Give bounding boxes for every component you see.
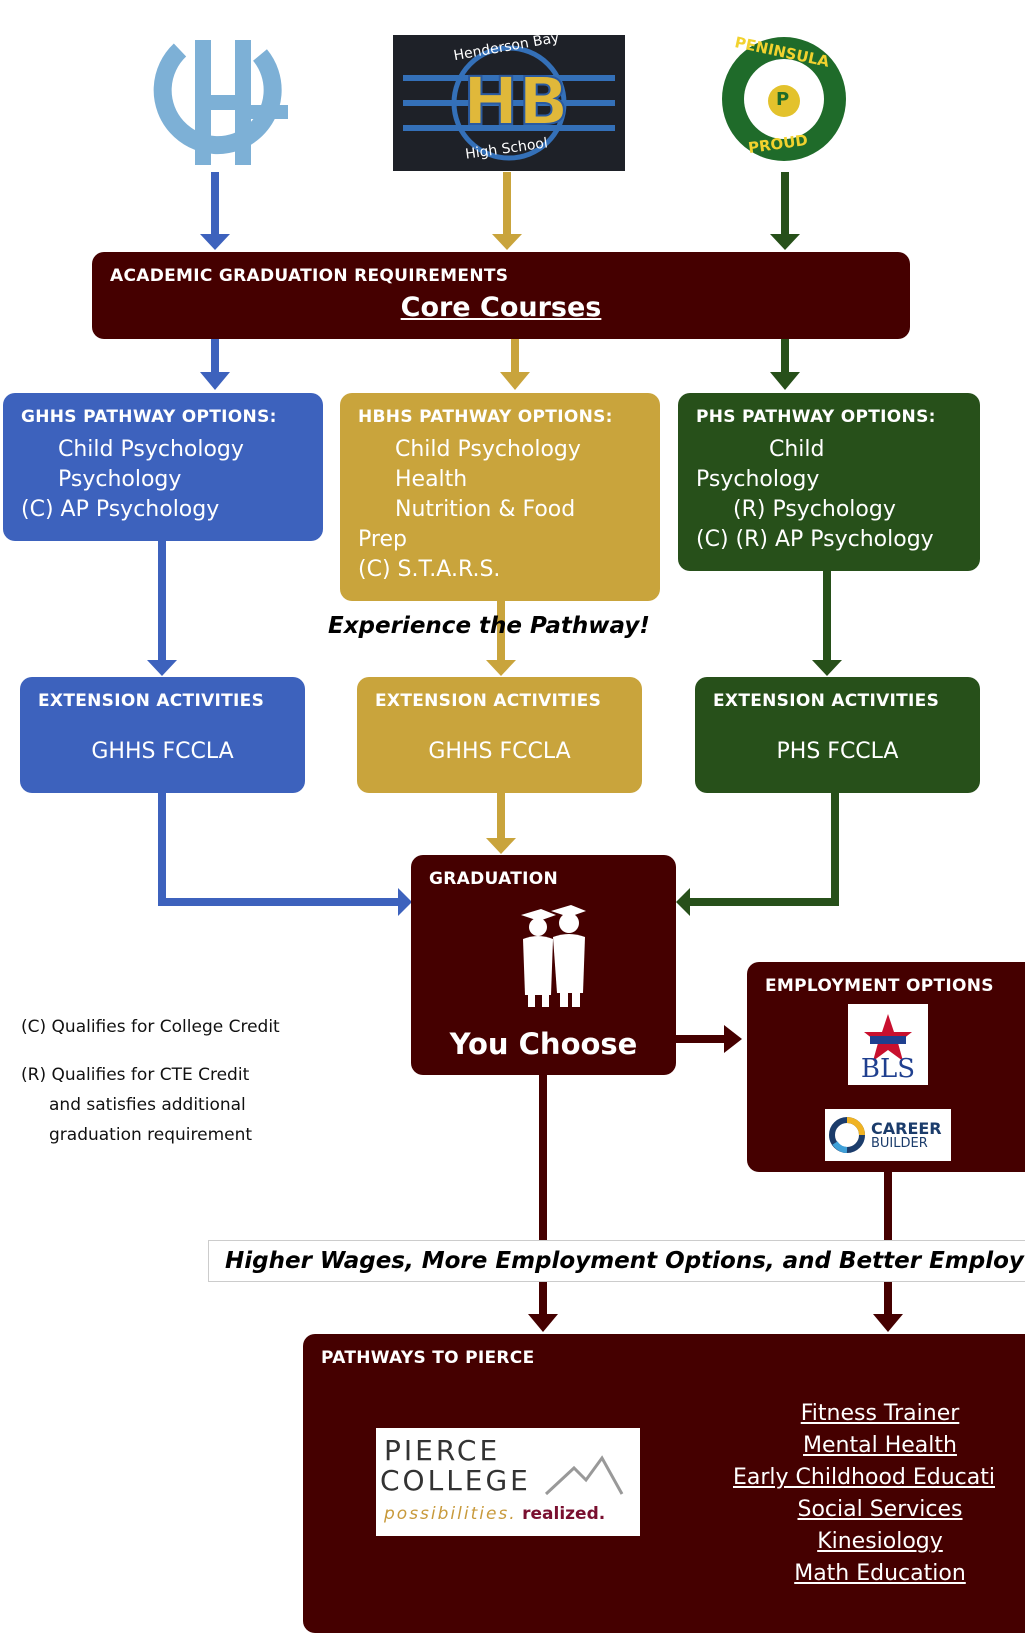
- graduation-box: GRADUATION You Choose: [411, 855, 676, 1075]
- higher-wages-text: Higher Wages, More Employment Options, a…: [225, 1248, 1024, 1274]
- ghhs-logo: [140, 35, 295, 170]
- phs-pathway-box: PHS PATHWAY OPTIONS: Child Psychology (R…: [678, 393, 980, 571]
- ghhs-extension-header: EXTENSION ACTIVITIES: [38, 691, 265, 711]
- career-link-mental-health[interactable]: Mental Health: [803, 1433, 957, 1458]
- career-link-kinesiology[interactable]: Kinesiology: [817, 1529, 943, 1554]
- career-link-early-childhood[interactable]: Early Childhood Educati: [733, 1465, 995, 1490]
- pathway-item: (C) (R) AP Psychology: [696, 527, 934, 552]
- phs-extension-box: EXTENSION ACTIVITIES PHS FCCLA: [695, 677, 980, 793]
- ghhs-extension-box: EXTENSION ACTIVITIES GHHS FCCLA: [20, 677, 305, 793]
- graduates-icon: [521, 905, 586, 1007]
- pierce-tagline-2: realized.: [522, 1504, 606, 1524]
- phs-pathway-header: PHS PATHWAY OPTIONS:: [696, 407, 936, 427]
- pierce-logo-line1: PIERCE: [384, 1434, 501, 1467]
- pierce-box: PATHWAYS TO PIERCE PIERCE COLLEGE possib…: [303, 1334, 1025, 1633]
- phs-logo: PENINSULA P PROUD: [720, 33, 848, 163]
- phs-extension-value: PHS FCCLA: [776, 739, 899, 764]
- career-link-fitness-trainer[interactable]: Fitness Trainer: [800, 1401, 960, 1426]
- arrow-academic-hbhs: [500, 338, 530, 390]
- arrow-phs-academic: [770, 172, 800, 250]
- employment-options-box: EMPLOYMENT OPTIONS BLS CAREER BUILDER: [747, 962, 1025, 1172]
- pierce-tagline: possibilities. realized.: [384, 1504, 605, 1524]
- hbhs-pathway-list: Child Psychology Health Nutrition & Food…: [358, 435, 581, 585]
- hbhs-pathway-box: HBHS PATHWAY OPTIONS: Child Psychology H…: [340, 393, 660, 601]
- pathway-item: (C) S.T.A.R.S.: [358, 557, 501, 582]
- experience-label: Experience the Pathway!: [328, 613, 650, 639]
- arrow-academic-phs: [770, 338, 800, 390]
- careerbuilder-logo[interactable]: CAREER BUILDER: [825, 1109, 951, 1161]
- pathway-item: Psychology: [696, 467, 820, 492]
- arrow-pathway-ext-hbhs: [486, 600, 516, 676]
- phs-pathway-list: Child Psychology (R) Psychology (C) (R) …: [696, 435, 934, 555]
- arrow-pathway-ext-ghhs: [147, 540, 177, 676]
- pathway-item: Nutrition & Food: [395, 497, 576, 522]
- bls-label: BLS: [860, 1054, 916, 1084]
- cte-credit-note: (R) Qualifies for CTE Credit: [21, 1065, 250, 1085]
- graduation-title: You Choose: [449, 1027, 638, 1061]
- arrow-grad-employment: [676, 1025, 742, 1053]
- pathway-item: Health: [395, 467, 468, 492]
- ghhs-extension-value: GHHS FCCLA: [91, 739, 234, 764]
- pierce-logo-line2: COLLEGE: [380, 1464, 531, 1497]
- phs-extension-header: EXTENSION ACTIVITIES: [713, 691, 940, 711]
- employment-header: EMPLOYMENT OPTIONS: [765, 976, 994, 996]
- pathway-item: (R) Psychology: [733, 497, 896, 522]
- hbhs-extension-value: GHHS FCCLA: [428, 739, 571, 764]
- ghhs-pathway-list: Child Psychology Psychology (C) AP Psych…: [21, 435, 244, 525]
- pathway-item: (C) AP Psychology: [21, 497, 220, 522]
- arrow-academic-ghhs: [200, 338, 230, 390]
- cte-credit-note-line2: and satisfies additional: [49, 1095, 246, 1115]
- bls-logo[interactable]: BLS: [848, 1004, 928, 1085]
- pathway-item: Prep: [358, 527, 407, 552]
- pierce-tagline-1: possibilities.: [384, 1504, 517, 1524]
- cte-credit-note-line3: graduation requirement: [49, 1125, 253, 1145]
- arrow-pathway-ext-phs: [812, 570, 842, 676]
- hbhs-pathway-header: HBHS PATHWAY OPTIONS:: [358, 407, 613, 427]
- hbhs-extension-header: EXTENSION ACTIVITIES: [375, 691, 602, 711]
- pathway-item: Child Psychology: [58, 437, 244, 462]
- pathway-item: Child Psychology: [395, 437, 581, 462]
- hbhs-extension-box: EXTENSION ACTIVITIES GHHS FCCLA: [357, 677, 642, 793]
- ghhs-pathway-box: GHHS PATHWAY OPTIONS: Child Psychology P…: [3, 393, 323, 541]
- career-link-math-education[interactable]: Math Education: [794, 1561, 966, 1586]
- academic-requirements-box: ACADEMIC GRADUATION REQUIREMENTS Core Co…: [92, 252, 910, 339]
- credit-notes: (C) Qualifies for College Credit (R) Qua…: [21, 1012, 280, 1150]
- arrow-ext-grad-phs: [676, 792, 839, 916]
- arrow-ghhs-academic: [200, 172, 230, 250]
- career-link-social-services[interactable]: Social Services: [797, 1497, 963, 1522]
- careerbuilder-label-1: CAREER: [871, 1119, 942, 1138]
- pathway-item: Psychology: [58, 467, 182, 492]
- arrow-ext-grad-ghhs: [158, 792, 412, 916]
- phs-letter: P: [776, 89, 790, 110]
- pierce-header: PATHWAYS TO PIERCE: [321, 1348, 535, 1368]
- graduation-header: GRADUATION: [429, 869, 559, 889]
- arrow-hbhs-academic: [492, 172, 522, 250]
- ghhs-pathway-header: GHHS PATHWAY OPTIONS:: [21, 407, 277, 427]
- core-courses-title: Core Courses: [400, 292, 602, 323]
- academic-header: ACADEMIC GRADUATION REQUIREMENTS: [110, 266, 509, 286]
- pierce-college-logo[interactable]: PIERCE COLLEGE possibilities. realized.: [376, 1428, 640, 1536]
- arrow-grad-pierce: [528, 1074, 558, 1332]
- career-links: Fitness Trainer Mental Health Early Chil…: [733, 1398, 1010, 1590]
- hbhs-logo: Henderson Bay HB High School: [393, 30, 625, 171]
- pierce-mountain-icon: [544, 1455, 624, 1496]
- hbhs-letters: HB: [462, 62, 570, 141]
- arrow-ext-grad-hbhs: [486, 792, 516, 854]
- higher-wages-banner: Higher Wages, More Employment Options, a…: [208, 1240, 1025, 1282]
- careerbuilder-label-2: BUILDER: [871, 1136, 928, 1151]
- college-credit-note: (C) Qualifies for College Credit: [21, 1017, 280, 1037]
- pathway-item: Child: [769, 437, 825, 462]
